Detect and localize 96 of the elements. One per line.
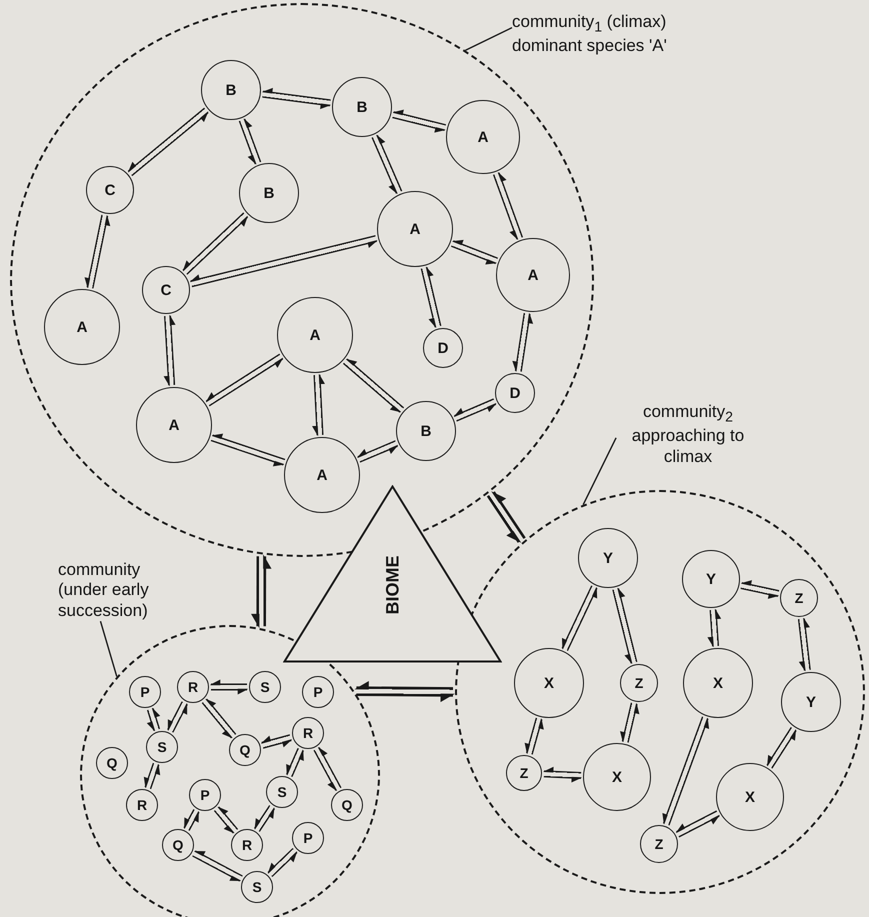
- community-boundary: [80, 625, 380, 917]
- double-arrow: [676, 810, 720, 838]
- double-arrow: [206, 354, 284, 406]
- double-arrow: [183, 809, 200, 831]
- double-arrow: [708, 609, 721, 648]
- double-arrow: [214, 806, 238, 834]
- double-arrow: [512, 313, 533, 372]
- community-caption: community$_{2}$ approaching to climax: [630, 402, 746, 468]
- double-arrow: [261, 734, 292, 749]
- species-node: B: [396, 401, 456, 461]
- species-node: A: [377, 191, 453, 267]
- species-node: C: [86, 166, 134, 214]
- species-node: R: [177, 671, 209, 703]
- species-node: P: [292, 822, 324, 854]
- species-node: Q: [331, 789, 363, 821]
- double-arrow: [493, 172, 523, 240]
- species-node: Q: [96, 747, 128, 779]
- species-node: Z: [506, 755, 542, 791]
- double-arrow: [524, 718, 544, 755]
- double-arrow: [798, 618, 811, 672]
- double-arrow: [286, 748, 304, 777]
- double-arrow: [251, 555, 272, 628]
- species-node: R: [292, 717, 324, 749]
- double-arrow: [202, 698, 236, 738]
- community-caption: community (under early succession): [58, 560, 150, 622]
- species-node: Z: [780, 579, 818, 617]
- species-node: S: [266, 776, 298, 808]
- species-node: R: [126, 789, 158, 821]
- species-node: A: [284, 437, 360, 513]
- species-node: Z: [640, 825, 678, 863]
- species-node: D: [495, 373, 535, 413]
- species-node: Q: [162, 829, 194, 861]
- double-arrow: [167, 701, 188, 733]
- double-arrow: [128, 108, 209, 176]
- species-node: Y: [578, 528, 638, 588]
- species-node: Z: [620, 664, 658, 702]
- double-arrow: [268, 848, 298, 878]
- double-arrow: [210, 434, 286, 466]
- double-arrow: [543, 766, 582, 782]
- double-arrow: [84, 214, 110, 289]
- double-arrow: [190, 235, 378, 288]
- species-node: X: [583, 743, 651, 811]
- species-node: C: [142, 266, 190, 314]
- species-node: B: [239, 163, 299, 223]
- double-arrow: [451, 240, 498, 264]
- community-boundary: [455, 490, 865, 894]
- species-node: S: [241, 871, 273, 903]
- species-node: A: [446, 100, 520, 174]
- species-node: Y: [781, 672, 841, 732]
- species-node: A: [136, 387, 212, 463]
- leader-line: [582, 438, 617, 506]
- double-arrow: [192, 850, 243, 882]
- double-arrow: [164, 315, 176, 386]
- double-arrow: [612, 588, 638, 664]
- community-caption: community$_{1}$ (climax) dominant species 'A': [512, 12, 668, 57]
- species-node: X: [683, 648, 753, 718]
- double-arrow: [314, 747, 342, 791]
- double-arrow: [486, 491, 526, 543]
- double-arrow: [312, 374, 325, 436]
- double-arrow: [210, 680, 248, 694]
- species-node: S: [249, 671, 281, 703]
- species-node: Y: [682, 550, 740, 608]
- double-arrow: [182, 212, 248, 275]
- double-arrow: [454, 398, 496, 422]
- species-node: P: [302, 676, 334, 708]
- double-arrow: [420, 266, 442, 328]
- species-node: X: [716, 763, 784, 831]
- double-arrow: [144, 762, 160, 790]
- double-arrow: [562, 585, 598, 652]
- double-arrow: [357, 440, 398, 463]
- species-node: A: [44, 289, 120, 365]
- double-arrow: [372, 134, 402, 194]
- species-node: A: [277, 297, 353, 373]
- leader-line: [464, 27, 512, 51]
- species-node: S: [146, 731, 178, 763]
- double-arrow: [254, 805, 275, 832]
- double-arrow: [620, 702, 640, 743]
- double-arrow: [146, 708, 160, 732]
- double-arrow: [740, 580, 780, 599]
- double-arrow: [342, 358, 404, 413]
- leader-line: [100, 620, 118, 677]
- species-node: X: [514, 648, 584, 718]
- species-node: B: [332, 77, 392, 137]
- double-arrow: [262, 88, 331, 109]
- species-node: Q: [229, 734, 261, 766]
- double-arrow: [766, 727, 797, 769]
- species-node: B: [201, 60, 261, 120]
- double-arrow: [355, 681, 454, 702]
- species-node: P: [189, 779, 221, 811]
- species-node: A: [496, 238, 570, 312]
- double-arrow: [392, 110, 446, 133]
- species-node: R: [231, 829, 263, 861]
- biome-label: BIOME: [382, 555, 403, 614]
- double-arrow: [238, 118, 262, 164]
- species-node: D: [423, 328, 463, 368]
- species-node: P: [129, 676, 161, 708]
